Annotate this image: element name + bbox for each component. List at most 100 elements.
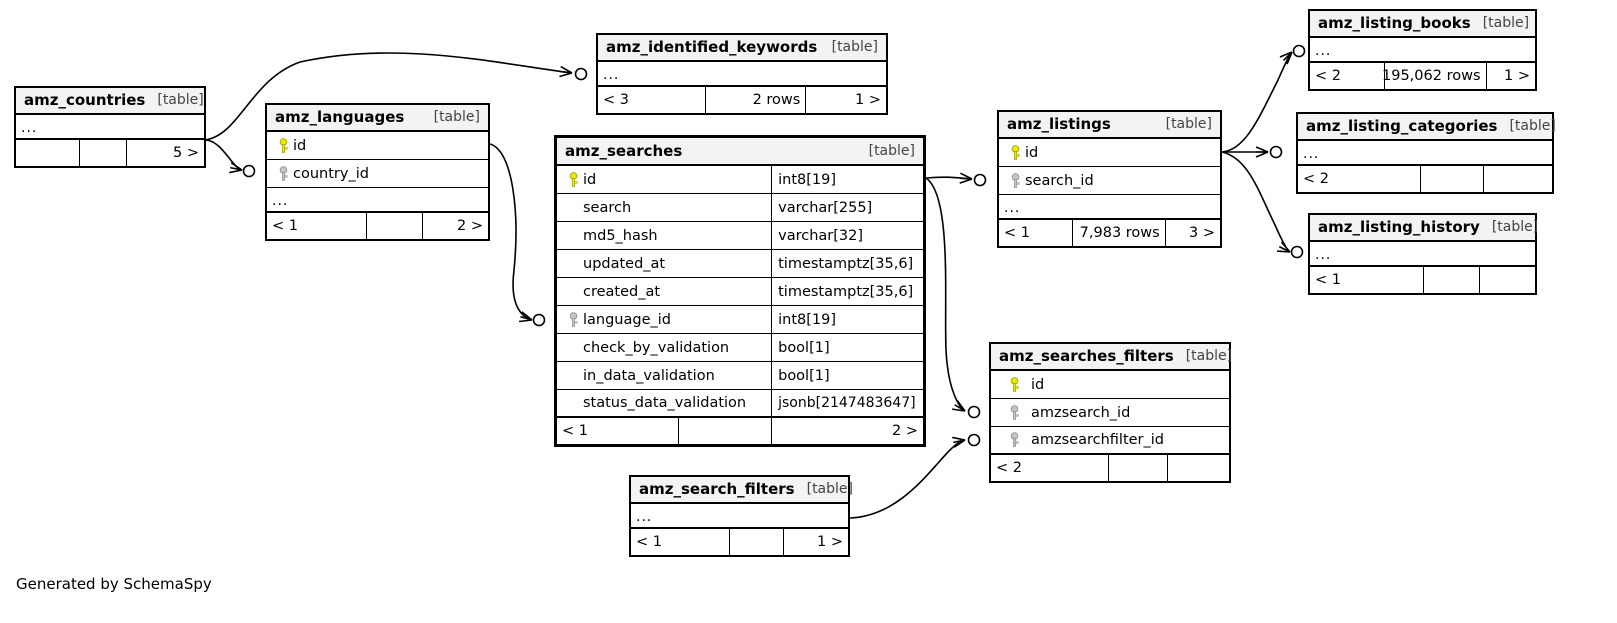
footer-parents: < 1 <box>562 423 588 439</box>
table-amz-search-filters[interactable]: amz_search_filters [table] ... < 1 1 > <box>629 475 853 557</box>
column-row-status-data-validation[interactable]: status_data_validation jsonb[2147483647] <box>557 390 923 418</box>
table-amz-searches[interactable]: amz_searches [table] id int8[19] search … <box>554 135 926 447</box>
ellipsis-text: ... <box>21 120 38 136</box>
column-name: id <box>1031 376 1045 393</box>
table-header: amz_listing_categories [table] <box>1298 114 1556 141</box>
primary-key-icon <box>563 171 583 188</box>
primary-key-icon <box>273 137 293 154</box>
column-row-amzsearchfilter-id[interactable]: amzsearchfilter_id <box>991 427 1229 455</box>
footer-children: 2 > <box>421 213 488 239</box>
generated-by-credit: Generated by SchemaSpy <box>16 575 212 593</box>
footer-rowcount <box>728 529 783 555</box>
column-row-search[interactable]: search varchar[255] <box>557 194 923 222</box>
column-type: timestamptz[35,6] <box>771 278 923 305</box>
column-row-id[interactable]: id <box>999 139 1220 167</box>
table-footer: < 1 7,983 rows 3 > <box>999 220 1220 246</box>
column-type: varchar[32] <box>771 222 923 249</box>
table-kind-label: [table] <box>433 109 480 125</box>
column-name-cell: language_id <box>557 306 771 333</box>
column-name-cell: status_data_validation <box>557 390 771 416</box>
footer-rowcount <box>1107 455 1168 481</box>
table-amz-searches-filters[interactable]: amz_searches_filters [table] id amzsearc… <box>989 342 1233 483</box>
column-name: id <box>1025 144 1039 161</box>
column-name-cell: search_id <box>999 167 1220 194</box>
table-header: amz_search_filters [table] <box>631 477 853 504</box>
foreign-key-icon <box>563 311 583 328</box>
column-row-id[interactable]: id <box>991 371 1229 399</box>
column-name: in_data_validation <box>583 367 715 384</box>
table-kind-label: [table] <box>1185 348 1233 364</box>
footer-rowcount <box>1419 166 1484 192</box>
table-amz-languages[interactable]: amz_languages [table] id country_id ... … <box>265 103 490 241</box>
table-amz-listing-history[interactable]: amz_listing_history [table] ... < 1 <box>1308 213 1538 295</box>
column-name-cell: amzsearchfilter_id <box>991 427 1229 453</box>
footer-children <box>1483 166 1552 192</box>
column-row-id[interactable]: id int8[19] <box>557 166 923 194</box>
ellipsis-text: ... <box>1315 247 1332 263</box>
footer-children <box>1478 267 1535 293</box>
column-type: varchar[255] <box>771 194 923 221</box>
more-columns-ellipsis: ... <box>267 188 488 213</box>
table-kind-label: [table] <box>806 481 853 497</box>
column-name-cell: id <box>999 139 1220 166</box>
footer-rowcount <box>1422 267 1479 293</box>
column-name: created_at <box>583 283 661 300</box>
table-header: amz_identified_keywords [table] <box>598 35 886 62</box>
column-name: amzsearch_id <box>1031 404 1131 421</box>
footer-parents: < 3 <box>603 92 629 108</box>
more-columns-ellipsis: ... <box>1310 38 1535 63</box>
more-columns-ellipsis: ... <box>16 115 204 140</box>
footer-rowcount <box>366 213 421 239</box>
column-name: updated_at <box>583 255 666 272</box>
table-kind-label: [table] <box>157 92 204 108</box>
footer-parents: < 1 <box>1315 272 1341 288</box>
table-amz-listing-categories[interactable]: amz_listing_categories [table] ... < 2 <box>1296 112 1556 194</box>
footer-rowcount <box>78 140 126 166</box>
footer-parents <box>16 140 79 166</box>
primary-key-icon <box>1005 144 1025 161</box>
footer-rowcount: 2 rows <box>704 87 806 113</box>
table-amz-listings[interactable]: amz_listings [table] id search_id ... < … <box>997 110 1222 248</box>
table-amz-countries[interactable]: amz_countries [table] ... 5 > <box>14 86 206 168</box>
table-title: amz_countries <box>24 91 146 109</box>
footer-children: 3 > <box>1164 220 1220 246</box>
column-row-created-at[interactable]: created_at timestamptz[35,6] <box>557 278 923 306</box>
table-title: amz_identified_keywords <box>606 38 818 56</box>
footer-children: 1 > <box>805 87 886 113</box>
column-row-check-by-validation[interactable]: check_by_validation bool[1] <box>557 334 923 362</box>
footer-children: 1 > <box>782 529 848 555</box>
table-footer: < 2 <box>991 455 1229 481</box>
column-name-cell: in_data_validation <box>557 362 771 389</box>
table-header: amz_countries [table] <box>16 88 204 115</box>
column-name-cell: country_id <box>267 160 488 187</box>
table-title: amz_languages <box>275 108 405 126</box>
table-header: amz_listing_history [table] <box>1310 215 1538 242</box>
column-name-cell: id <box>267 132 488 159</box>
column-row-in-data-validation[interactable]: in_data_validation bool[1] <box>557 362 923 390</box>
column-name: country_id <box>293 165 369 182</box>
column-row-md5-hash[interactable]: md5_hash varchar[32] <box>557 222 923 250</box>
table-title: amz_searches <box>565 141 683 160</box>
table-title: amz_search_filters <box>639 480 795 498</box>
table-header: amz_listing_books [table] <box>1310 11 1535 38</box>
table-amz-identified-keywords[interactable]: amz_identified_keywords [table] ... < 3 … <box>596 33 888 115</box>
column-row-amzsearch-id[interactable]: amzsearch_id <box>991 399 1229 427</box>
column-row-country-id[interactable]: country_id <box>267 160 488 188</box>
table-kind-label: [table] <box>1482 15 1530 31</box>
column-type: bool[1] <box>771 362 923 389</box>
foreign-key-icon <box>273 165 293 182</box>
column-name: check_by_validation <box>583 339 730 356</box>
footer-parents: < 1 <box>636 534 662 550</box>
table-footer: 5 > <box>16 140 204 166</box>
column-name: amzsearchfilter_id <box>1031 432 1164 448</box>
more-columns-ellipsis: ... <box>598 62 886 87</box>
table-footer: < 3 2 rows 1 > <box>598 87 886 113</box>
column-row-updated-at[interactable]: updated_at timestamptz[35,6] <box>557 250 923 278</box>
column-name-cell: md5_hash <box>557 222 771 249</box>
column-row-language-id[interactable]: language_id int8[19] <box>557 306 923 334</box>
column-row-id[interactable]: id <box>267 132 488 160</box>
column-row-search-id[interactable]: search_id <box>999 167 1220 195</box>
foreign-key-icon <box>997 432 1031 448</box>
footer-children: 5 > <box>125 140 204 166</box>
table-amz-listing-books[interactable]: amz_listing_books [table] ... < 2 195,06… <box>1308 9 1537 91</box>
